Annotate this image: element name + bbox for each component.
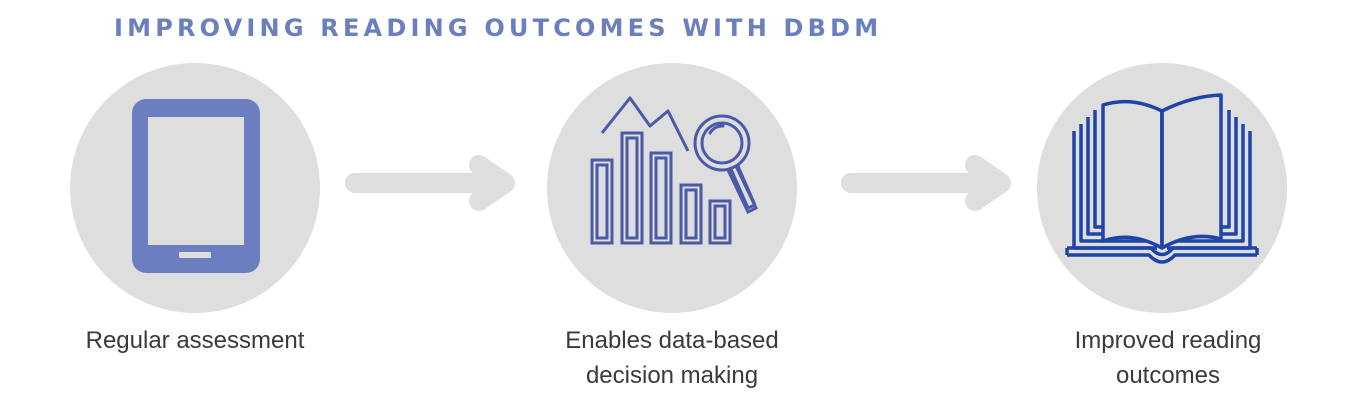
step-3-caption: Improved reading outcomes <box>1018 323 1318 393</box>
arrow-right-icon <box>841 155 1011 211</box>
diagram-title: IMPROVING READING OUTCOMES WITH DBDM <box>114 14 883 42</box>
caption-line: decision making <box>585 362 759 389</box>
step-2-circle <box>547 63 797 313</box>
open-book-icon <box>1065 93 1259 264</box>
caption-line: Improved reading <box>1074 327 1262 354</box>
caption-line: Regular assessment <box>85 327 305 354</box>
tablet-icon <box>132 99 260 273</box>
caption-line: Enables data-based <box>565 327 779 354</box>
step-2-caption: Enables data-based decision making <box>522 323 822 393</box>
step-3-circle <box>1037 63 1287 313</box>
arrow-right-icon <box>345 155 515 211</box>
caption-line: outcomes <box>1115 362 1221 389</box>
step-1-caption: Regular assessment <box>45 323 345 358</box>
step-1-circle <box>70 63 320 313</box>
chart-magnifier-icon <box>590 96 758 245</box>
